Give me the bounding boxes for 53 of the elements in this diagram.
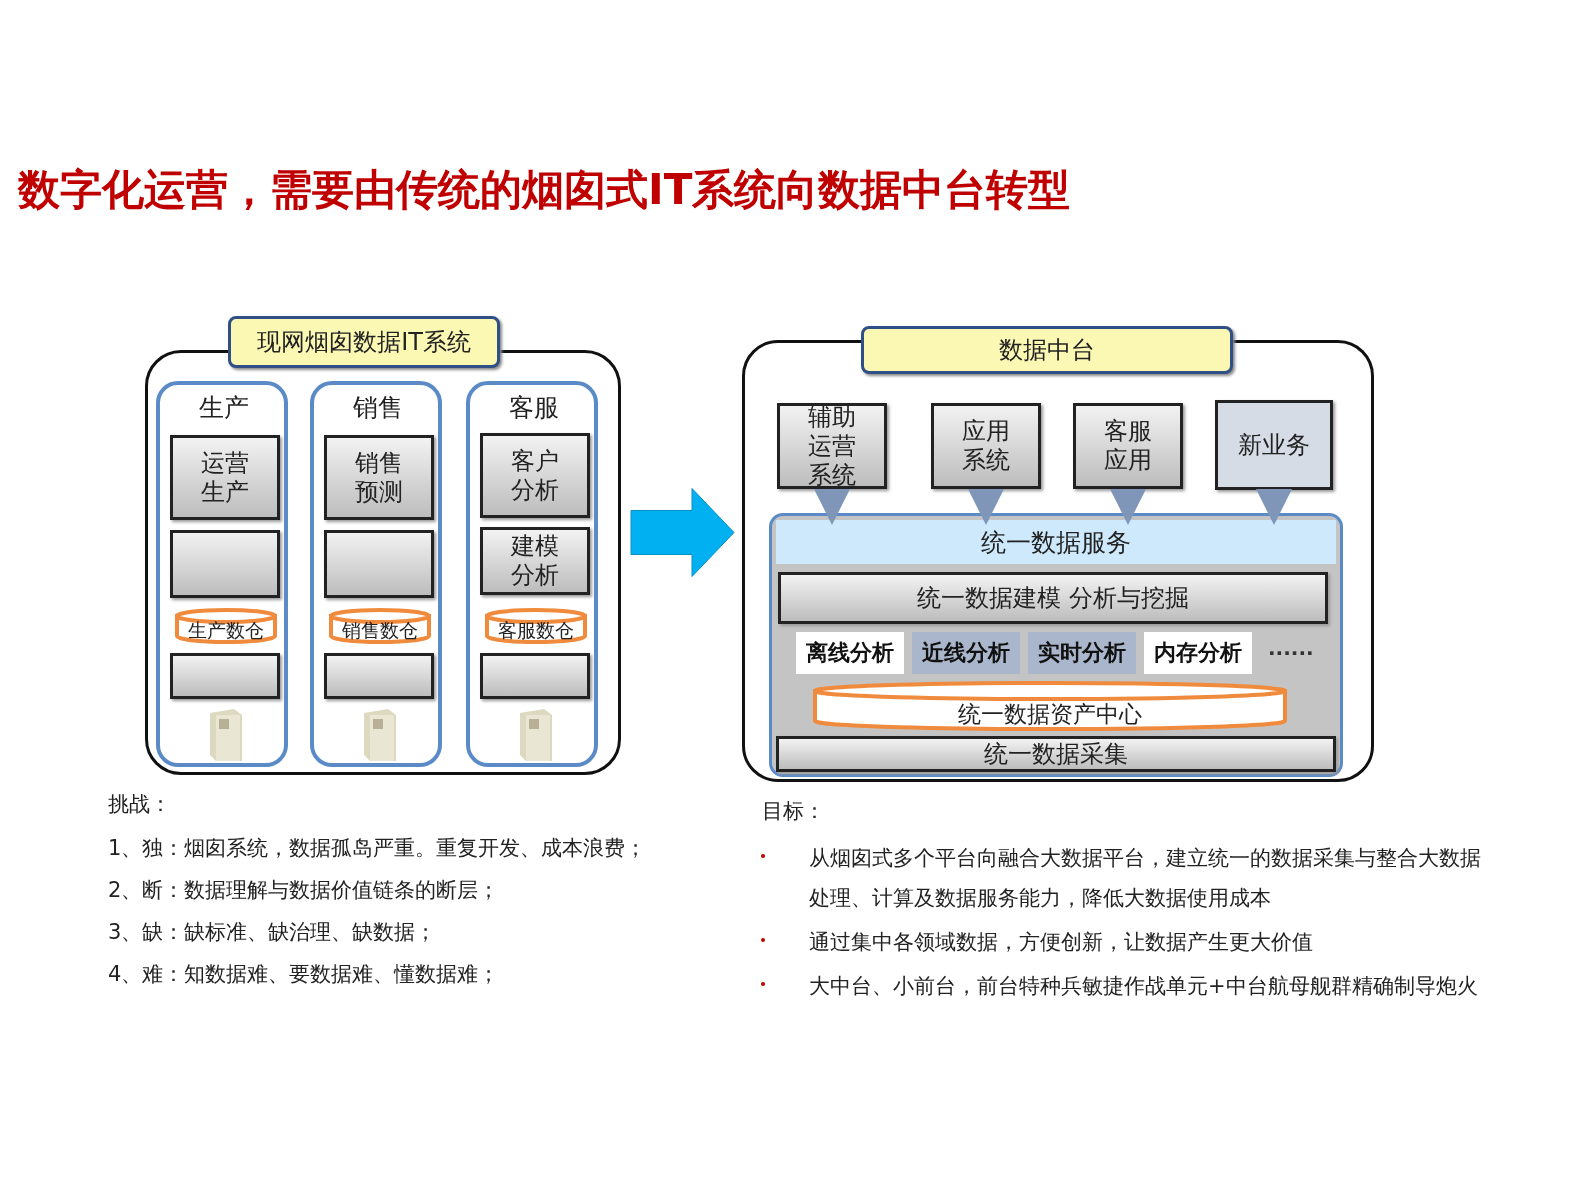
arrow — [968, 489, 1004, 525]
cylinder-label: 销售数仓 — [341, 619, 419, 641]
arrow — [1256, 489, 1292, 525]
service-band: 统一数据服务 — [776, 520, 1336, 564]
analysis-tile: 离线分析 — [796, 632, 904, 674]
section-heading: 目标： — [762, 798, 826, 825]
database-cylinder — [812, 680, 1288, 732]
column-heading: 销售 — [352, 392, 404, 424]
column-heading: 生产 — [198, 392, 250, 424]
column-heading: 客服 — [508, 392, 560, 424]
goal-item: 从烟囱式多个平台向融合大数据平台，建立统一的数据采集与整合大数据处理、计算及数据服务能力，降低大数据使用成本 — [809, 845, 1482, 912]
analysis-tile: 内存分析 — [1144, 632, 1252, 674]
slide-title: 数字化运营，需要由传统的烟囱式IT系统向数据中台转型 — [18, 165, 1072, 216]
challenge-item: 1、独：烟囱系统，数据孤岛严重。重复开发、成本浪费； — [108, 835, 648, 862]
ellipsis-text: ...... — [1268, 636, 1314, 660]
challenge-item: 4、难：知数据难、要数据难、懂数据难； — [108, 961, 501, 988]
empty-box — [170, 530, 280, 598]
empty-box — [170, 653, 280, 699]
database-cylinder — [484, 607, 588, 645]
empty-box — [324, 653, 434, 699]
database-cylinder — [174, 607, 278, 645]
column-panel — [466, 381, 598, 767]
section-heading: 挑战： — [108, 791, 172, 818]
analysis-tile: 近线分析 — [912, 632, 1020, 674]
column-panel — [156, 381, 288, 767]
process-box: 运营生产 — [170, 435, 280, 520]
block-arrow — [630, 488, 735, 577]
process-box: 建模分析 — [480, 527, 590, 595]
cylinder-label: 生产数仓 — [187, 619, 265, 641]
process-box: 统一数据采集 — [776, 736, 1336, 772]
process-box: 新业务 — [1215, 400, 1333, 490]
process-box: 应用系统 — [931, 403, 1041, 489]
goal-item: 大中台、小前台，前台特种兵敏捷作战单元+中台航母舰群精确制导炮火 — [809, 973, 1479, 1000]
challenge-item: 3、缺：缺标准、缺治理、缺数据； — [108, 919, 438, 946]
empty-box — [324, 530, 434, 598]
challenge-item: 2、断：数据理解与数据价值链条的断层； — [108, 877, 501, 904]
container-title-tab: 数据中台 — [861, 326, 1233, 374]
goal-item: 通过集中各领域数据，方便创新，让数据产生更大价值 — [809, 929, 1314, 956]
process-box: 辅助运营系统 — [777, 403, 887, 489]
column-panel — [310, 381, 442, 767]
arrow — [1110, 489, 1146, 525]
arrow — [814, 489, 850, 525]
database-cylinder — [328, 607, 432, 645]
cylinder-label: 统一数据资产中心 — [957, 701, 1143, 727]
analysis-tile: 实时分析 — [1028, 632, 1136, 674]
process-box: 销售预测 — [324, 435, 434, 520]
container-title-tab: 现网烟囱数据IT系统 — [228, 316, 500, 368]
cylinder-label: 客服数仓 — [497, 619, 575, 641]
process-box: 客服应用 — [1073, 403, 1183, 489]
process-box: 统一数据建模 分析与挖掘 — [778, 572, 1328, 624]
empty-box — [480, 653, 590, 699]
process-box: 客户分析 — [480, 433, 590, 518]
platform-panel — [769, 513, 1343, 777]
